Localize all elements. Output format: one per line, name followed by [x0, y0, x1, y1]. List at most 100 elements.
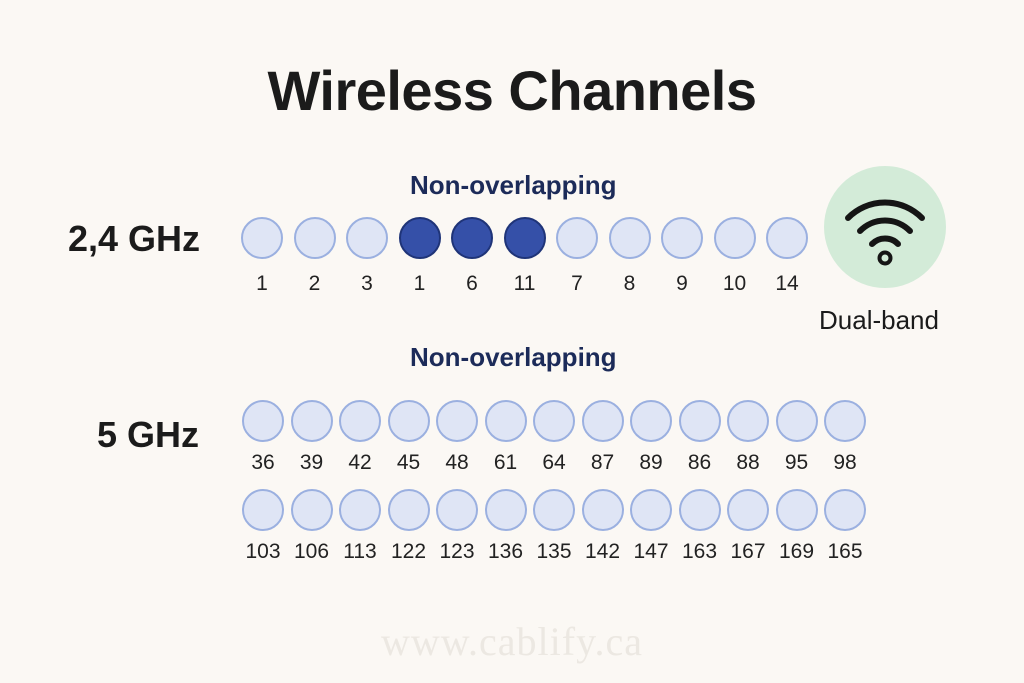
channel-circle [242, 400, 284, 442]
channel-item: 39 [290, 400, 333, 475]
channel-number: 6 [466, 272, 478, 295]
channel-item: 98 [824, 400, 866, 475]
channel-item: 135 [533, 489, 575, 564]
dual-band-label: Dual-band [819, 305, 939, 335]
channel-item: 6 [451, 217, 493, 296]
channel-item: 10 [713, 217, 756, 296]
channel-number: 45 [396, 451, 421, 474]
channel-number: 14 [775, 272, 799, 295]
channel-item: 113 [339, 489, 381, 564]
channel-circle [339, 489, 381, 531]
channel-number: 10 [722, 272, 747, 295]
channel-circle [293, 217, 336, 259]
channel-number: 9 [676, 272, 688, 295]
channel-item: 167 [727, 489, 769, 564]
channel-number: 1 [256, 272, 268, 295]
channel-number: 147 [633, 540, 669, 563]
channel-item: 1 [398, 217, 441, 296]
channel-circle [824, 489, 866, 531]
channel-circle [484, 400, 527, 442]
channel-item: 1 [241, 217, 283, 296]
wifi-icon [845, 199, 925, 266]
channel-item: 163 [678, 489, 721, 564]
channel-item: 122 [387, 489, 430, 564]
channel-number: 8 [623, 272, 636, 295]
non-overlapping-label-2-4ghz: Non-overlapping [410, 170, 617, 200]
channel-circle [678, 400, 721, 442]
channel-item: 14 [766, 217, 808, 296]
channel-number: 3 [361, 272, 373, 295]
channel-circle [533, 489, 575, 531]
channel-number: 163 [681, 540, 718, 563]
channel-item: 123 [436, 489, 478, 564]
channel-number: 64 [542, 451, 566, 474]
band-label-2-4ghz: 2,4 GHz [68, 218, 201, 259]
channel-item: 64 [533, 400, 575, 475]
channel-item: 8 [608, 217, 651, 296]
channel-circle [533, 400, 575, 442]
channel-item: 36 [242, 400, 284, 475]
channel-circle [339, 400, 381, 442]
channel-item: 9 [661, 217, 703, 296]
channel-number: 7 [571, 272, 583, 295]
channel-circle [346, 217, 388, 259]
channel-circle [630, 400, 672, 442]
channel-circle [484, 489, 527, 531]
channel-circle [290, 400, 333, 442]
channel-number: 42 [348, 451, 372, 474]
channel-item: 11 [503, 217, 546, 296]
channel-item: 2 [293, 217, 336, 296]
channel-number: 167 [730, 540, 766, 563]
channel-item: 147 [630, 489, 672, 564]
channel-circle [727, 400, 769, 442]
channel-circle [387, 400, 430, 442]
channel-circle [775, 489, 818, 531]
channel-circle [775, 400, 818, 442]
channel-circle [727, 489, 769, 531]
channel-circle [824, 400, 866, 442]
channel-number: 113 [343, 540, 377, 563]
channel-circle-highlighted [451, 217, 493, 259]
channel-number: 103 [245, 540, 281, 563]
channel-item: 95 [775, 400, 818, 475]
channel-circle [556, 217, 598, 259]
channel-number: 2 [308, 272, 321, 295]
channel-number: 95 [784, 451, 809, 474]
channel-number: 135 [536, 540, 572, 563]
channel-number: 86 [687, 451, 712, 474]
channel-item: 45 [387, 400, 430, 475]
non-overlapping-label-5ghz: Non-overlapping [410, 342, 617, 372]
channel-number: 36 [251, 451, 275, 474]
channel-item: 7 [556, 217, 598, 296]
channel-circle [387, 489, 430, 531]
channel-circle [290, 489, 333, 531]
channel-circle [581, 400, 624, 442]
channel-circle-highlighted [398, 217, 441, 259]
channel-number: 61 [493, 451, 518, 474]
channel-number: 39 [299, 451, 324, 474]
channel-circle [678, 489, 721, 531]
channel-item: 87 [581, 400, 624, 475]
channel-item: 142 [581, 489, 624, 564]
channel-number: 1 [413, 272, 426, 295]
channel-item: 61 [484, 400, 527, 475]
channel-circle [436, 400, 478, 442]
channel-item: 48 [436, 400, 478, 475]
channel-item: 103 [242, 489, 284, 564]
channel-number: 165 [827, 540, 863, 563]
channel-number: 169 [778, 540, 815, 563]
band-label-5ghz: 5 GHz [97, 414, 200, 455]
wifi-badge [824, 166, 946, 288]
channel-circle [630, 489, 672, 531]
watermark: www.cablify.ca [380, 619, 644, 664]
channel-number: 48 [445, 451, 469, 474]
channel-number: 136 [487, 540, 524, 563]
channel-item: 169 [775, 489, 818, 564]
channel-number: 106 [293, 540, 330, 563]
channel-number: 142 [584, 540, 621, 563]
channel-circle [608, 217, 651, 259]
channel-item: 88 [727, 400, 769, 475]
channel-item: 136 [484, 489, 527, 564]
